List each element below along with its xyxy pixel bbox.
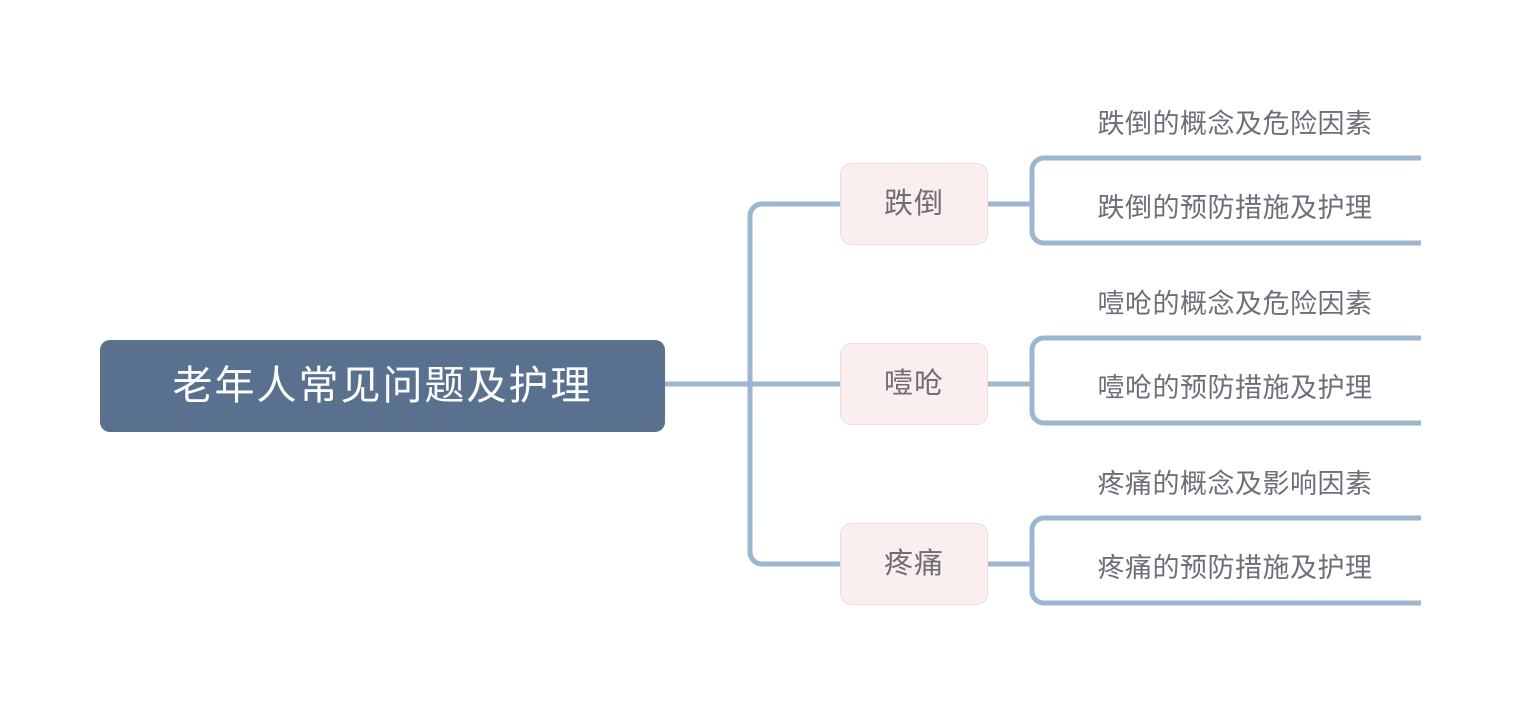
branch-node-2-label: 噎呛 <box>883 367 944 400</box>
branch-node-1-label: 跌倒 <box>883 187 944 220</box>
leaf-label-2-2[interactable]: 噎呛的预防措施及护理 <box>1097 373 1373 403</box>
leaf-label-2-1[interactable]: 噎呛的概念及危险因素 <box>1097 289 1373 319</box>
branch-node-2[interactable]: 噎呛 <box>840 343 988 425</box>
leaf-label-3-1[interactable]: 疼痛的概念及影响因素 <box>1097 469 1373 499</box>
leaf-label-3-2[interactable]: 疼痛的预防措施及护理 <box>1097 553 1373 583</box>
branch-node-1[interactable]: 跌倒 <box>840 163 988 245</box>
root-node[interactable]: 老年人常见问题及护理 <box>100 340 665 432</box>
leaf-label-1-2[interactable]: 跌倒的预防措施及护理 <box>1097 193 1373 223</box>
leaf-label-1-1[interactable]: 跌倒的概念及危险因素 <box>1097 109 1373 139</box>
branch-node-3-label: 疼痛 <box>883 547 944 580</box>
root-node-label: 老年人常见问题及护理 <box>172 364 593 408</box>
branch-node-3[interactable]: 疼痛 <box>840 523 988 605</box>
wire-trunk <box>747 201 765 567</box>
